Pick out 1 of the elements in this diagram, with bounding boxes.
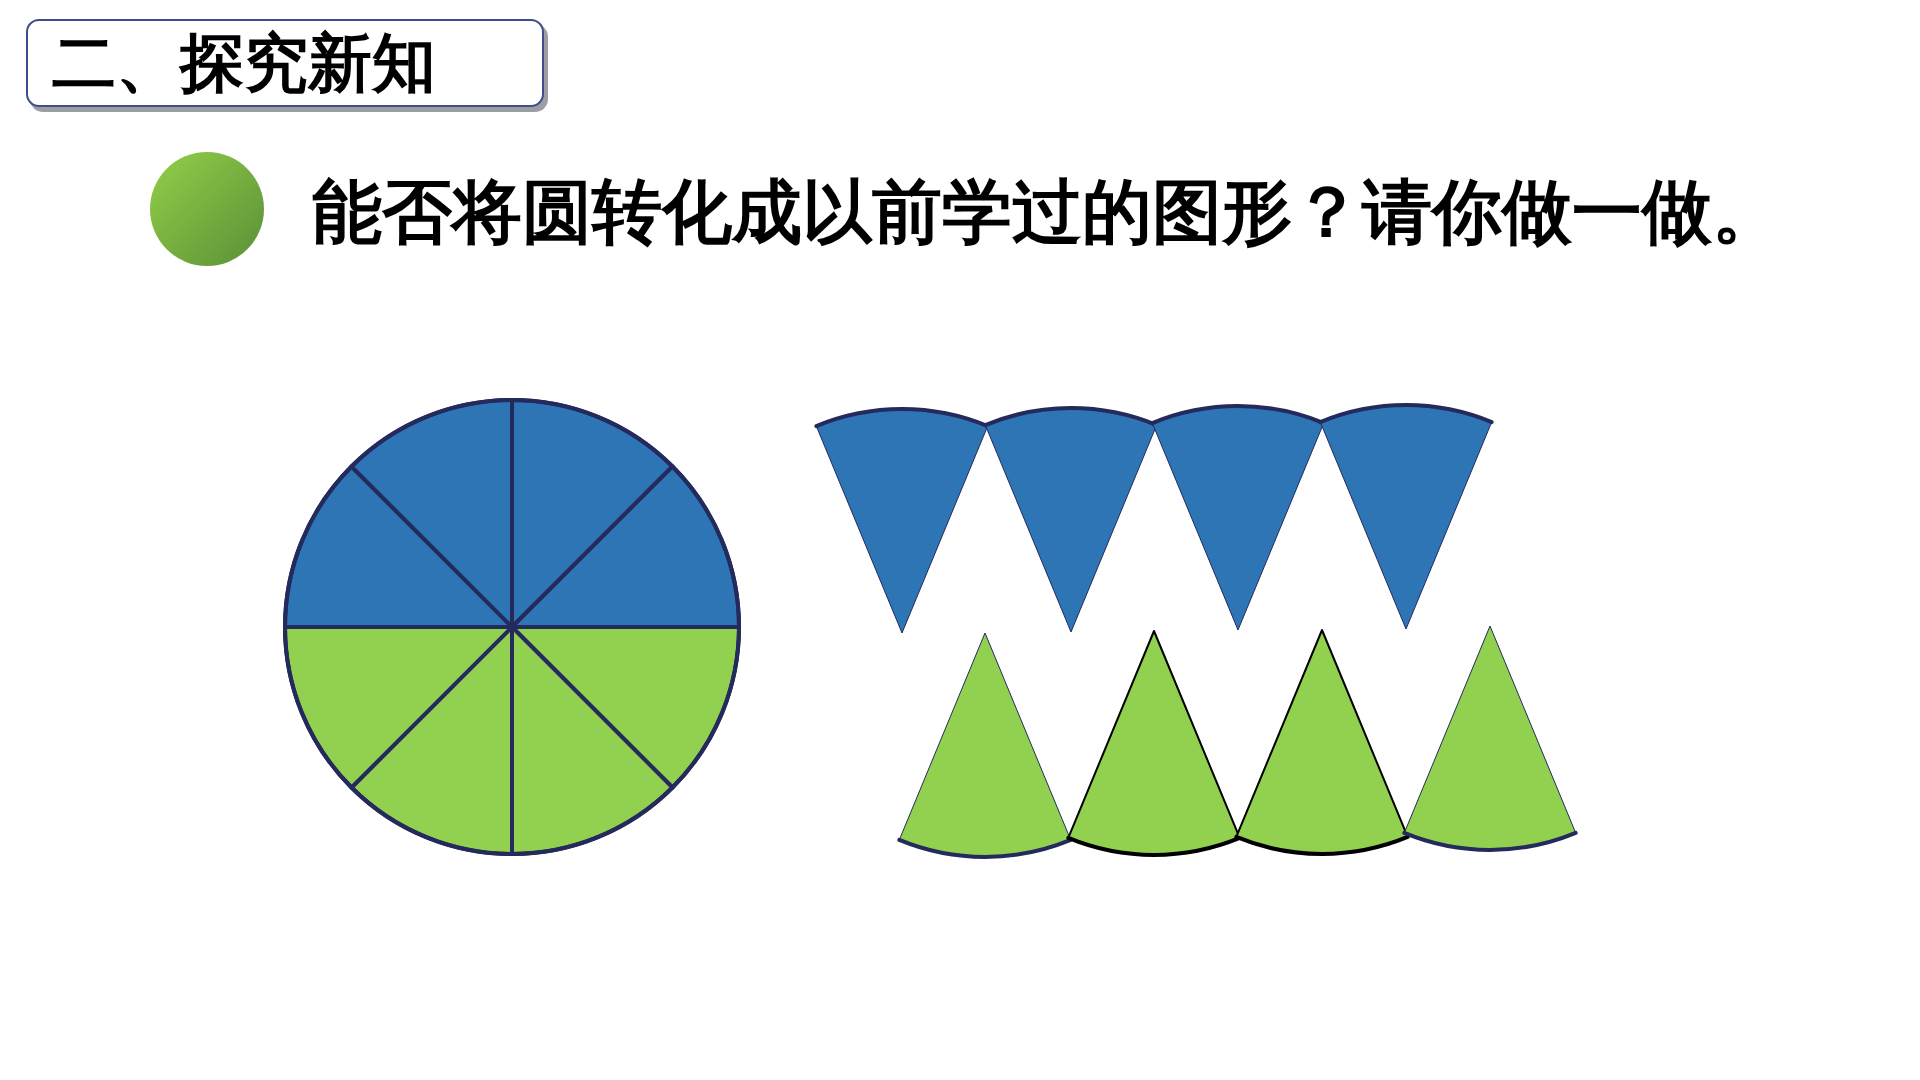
question-text: 能否将圆转化成以前学过的图形？请你做一做。 bbox=[312, 176, 1782, 248]
